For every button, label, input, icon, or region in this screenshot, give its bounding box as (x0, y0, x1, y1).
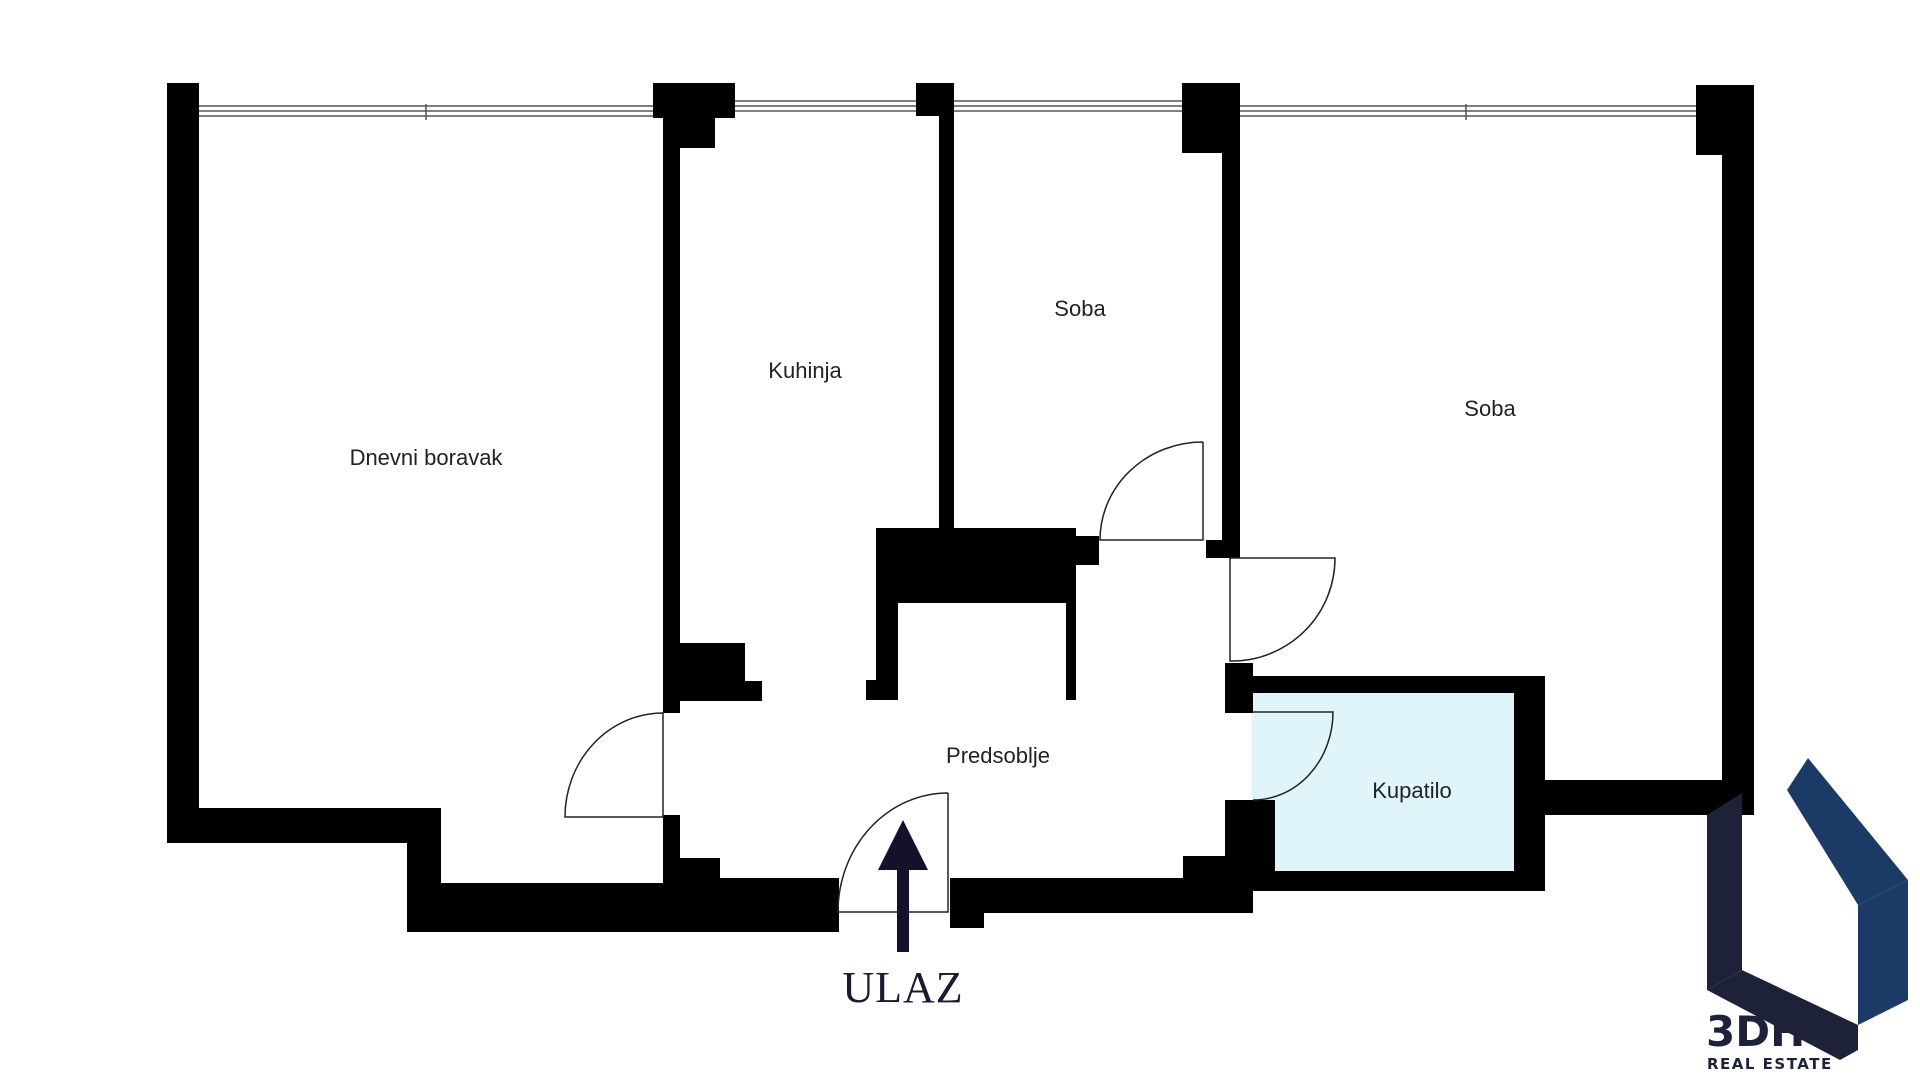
room-label-room-1: Soba (1054, 296, 1106, 321)
windows (199, 100, 1696, 120)
walls (167, 83, 1754, 932)
entrance-arrow (878, 820, 928, 952)
room-label-bathroom: Kupatilo (1372, 778, 1452, 803)
bathroom-floor (1252, 693, 1514, 871)
room-label-living-room: Dnevni boravak (350, 445, 504, 470)
room-label-kitchen: Kuhinja (768, 358, 842, 383)
brand-tagline: REAL ESTATE (1707, 1055, 1833, 1073)
room-label-hallway: Predsoblje (946, 743, 1050, 768)
brand-name: 3DH (1706, 1007, 1805, 1056)
brand-logo-icon (1707, 758, 1908, 1060)
entrance-label: ULAZ (842, 963, 963, 1012)
room-label-room-2: Soba (1464, 396, 1516, 421)
doors (564, 441, 1336, 913)
